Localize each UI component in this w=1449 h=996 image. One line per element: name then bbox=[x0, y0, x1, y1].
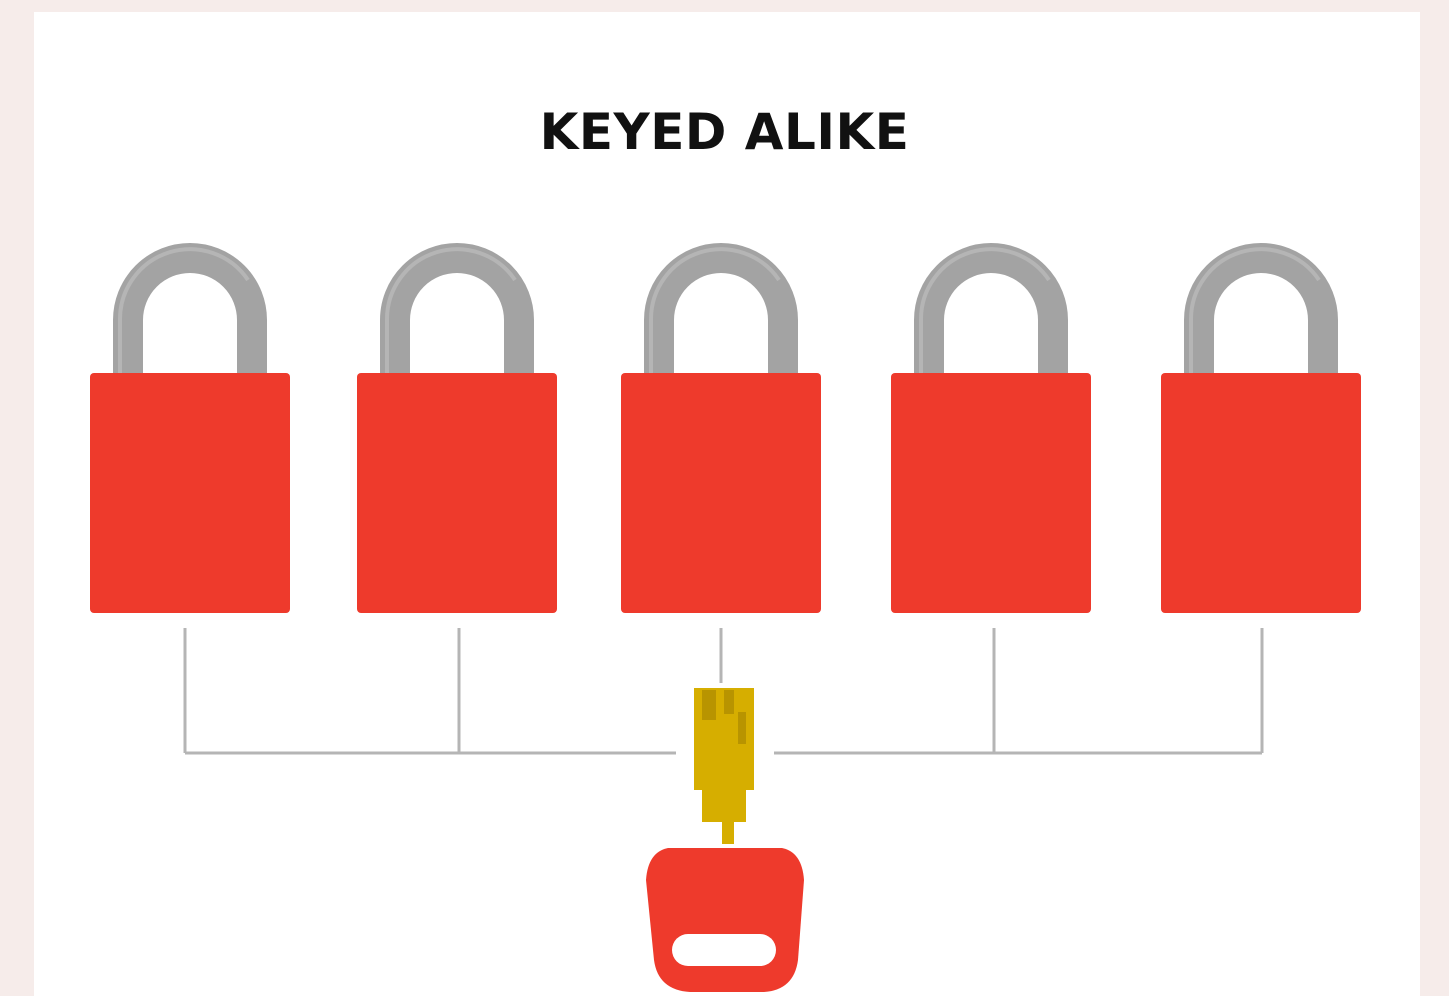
padlock-1 bbox=[90, 249, 290, 613]
shackle bbox=[395, 258, 519, 380]
key-notch bbox=[738, 712, 746, 744]
padlock-2 bbox=[357, 249, 557, 613]
padlocks-group bbox=[90, 249, 1361, 613]
padlock-3 bbox=[621, 249, 821, 613]
shackle bbox=[929, 258, 1053, 380]
key-notch bbox=[702, 690, 716, 720]
lock-body bbox=[1161, 373, 1361, 613]
lock-body bbox=[891, 373, 1091, 613]
lock-body bbox=[621, 373, 821, 613]
key-hole bbox=[672, 934, 776, 966]
padlock-5 bbox=[1161, 249, 1361, 613]
shackle bbox=[128, 258, 252, 380]
lock-body bbox=[90, 373, 290, 613]
key-notch bbox=[724, 690, 734, 714]
lock-body bbox=[357, 373, 557, 613]
shackle bbox=[1199, 258, 1323, 380]
key-neck bbox=[722, 822, 734, 844]
key-head bbox=[646, 848, 804, 992]
key-icon bbox=[646, 688, 804, 992]
padlock-4 bbox=[891, 249, 1091, 613]
shackle bbox=[659, 258, 783, 380]
